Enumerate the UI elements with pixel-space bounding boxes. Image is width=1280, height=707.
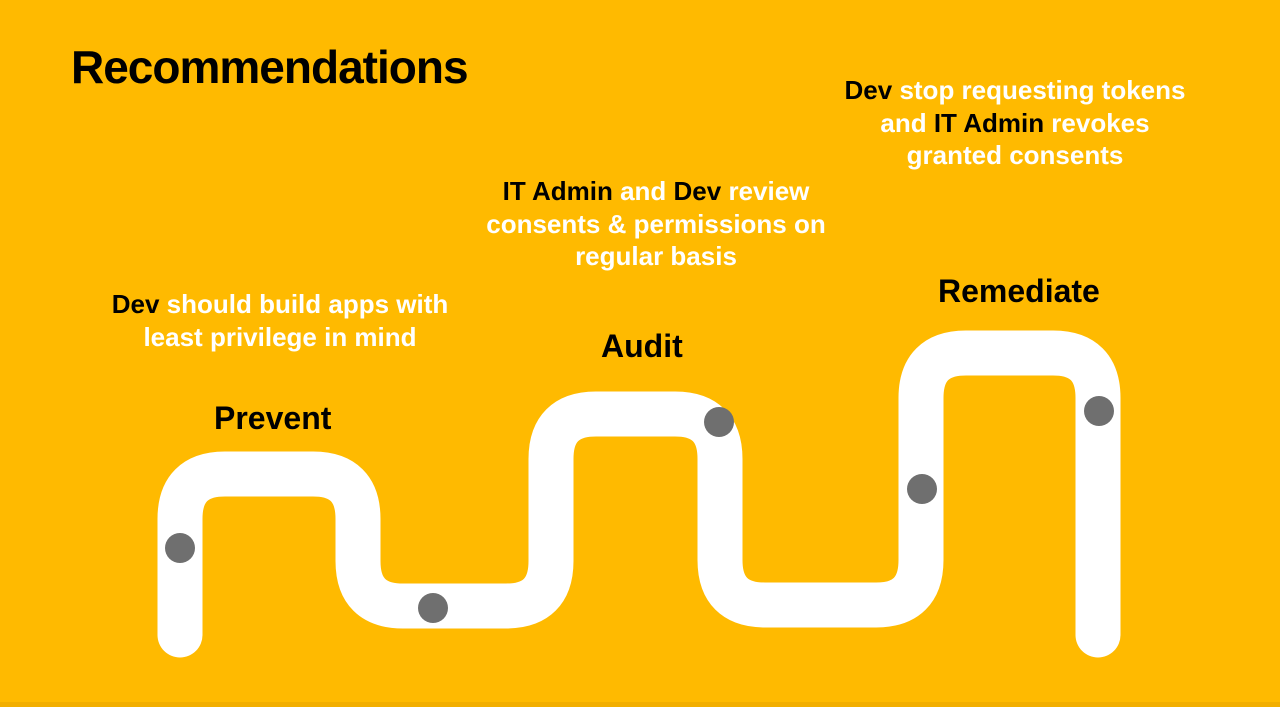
stage-label-audit: Audit <box>601 328 683 364</box>
annotation-segment: should build apps with least privilege i… <box>143 289 449 352</box>
annotation-segment: Dev <box>111 289 160 319</box>
stage-label-prevent: Prevent <box>214 400 332 436</box>
stage-annotation-audit: IT Admin and Dev review consents & permi… <box>476 175 836 273</box>
milestone-dot <box>418 593 448 623</box>
annotation-segment: review consents & permissions on regular… <box>486 176 826 271</box>
bottom-strip <box>0 702 1280 707</box>
milestone-dot <box>907 474 937 504</box>
annotation-segment: Dev <box>673 176 722 206</box>
annotation-segment: Dev <box>844 75 893 105</box>
stage-annotation-remediate: Dev stop requesting tokens and IT Admin … <box>835 74 1195 172</box>
milestone-dot <box>704 407 734 437</box>
milestone-dot <box>1084 396 1114 426</box>
annotation-segment: revokes granted consents <box>906 107 1150 171</box>
annotation-segment: and <box>612 176 674 206</box>
stage-annotation-prevent: Dev should build apps with least privile… <box>100 288 460 353</box>
milestone-dot <box>165 533 195 563</box>
annotation-segment: IT Admin <box>502 176 613 206</box>
stage-label-remediate: Remediate <box>938 273 1100 309</box>
road-path <box>157 330 1121 658</box>
annotation-segment: IT Admin <box>933 107 1045 138</box>
annotation-segment: stop requesting tokens and <box>880 75 1186 138</box>
slide-title: Recommendations <box>71 41 469 93</box>
